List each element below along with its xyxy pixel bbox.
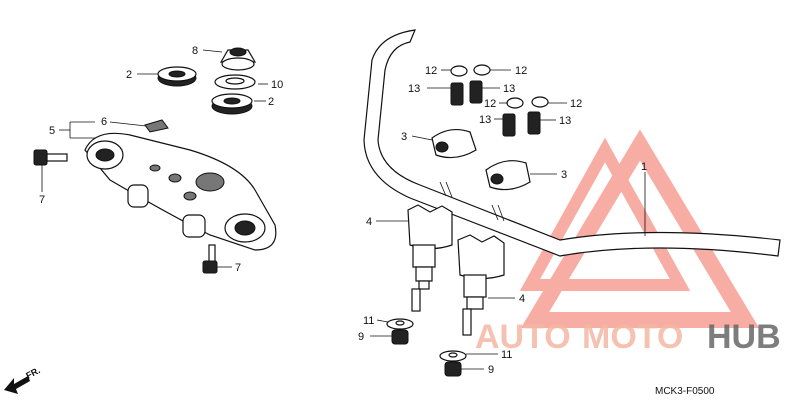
part-4-holder-right (457, 234, 505, 336)
callout-3-lower: 3 (561, 169, 567, 181)
callout-9-right: 9 (488, 364, 494, 376)
callout-2-lower: 2 (268, 96, 274, 108)
front-direction-arrow: FR. (4, 365, 42, 394)
callout-12-a: 12 (425, 65, 437, 77)
callout-13-c: 13 (479, 114, 491, 126)
callout-4-left: 4 (366, 216, 372, 228)
callout-13-b: 13 (503, 83, 515, 95)
callout-7-bottom: 7 (235, 262, 241, 274)
callout-12-d: 12 (570, 98, 582, 110)
callout-labels: 8 2 10 2 6 5 7 7 3 3 4 4 11 9 11 9 12 12… (39, 45, 647, 376)
part-12-cap-3 (506, 97, 524, 109)
part-13-bolt-4 (527, 111, 541, 135)
leader-lines (41, 49, 646, 370)
callout-12-b: 12 (515, 65, 527, 77)
part-3-holder-upper (431, 128, 477, 159)
part-12-cap-4 (531, 96, 549, 108)
direction-label: FR. (24, 365, 41, 381)
part-9-nut-left (391, 329, 409, 345)
callout-5: 5 (49, 125, 55, 137)
part-3-holder-lower (485, 160, 531, 191)
svg-text:HUB: HUB (707, 318, 781, 356)
part-9-nut-right (444, 361, 462, 377)
callout-10: 10 (271, 79, 283, 91)
part-6-plate (144, 119, 169, 133)
part-4-holder-left (407, 204, 453, 312)
part-11-washer-left (386, 318, 414, 330)
part-11-washer-right (439, 350, 467, 362)
part-2-bearing-upper (157, 66, 197, 87)
diagram-code: MCK3-F0500 (655, 386, 715, 397)
callout-11-left: 11 (363, 315, 374, 327)
part-12-cap-2 (473, 64, 491, 76)
callout-3-upper: 3 (401, 131, 407, 143)
part-13-bolt-3 (502, 113, 516, 137)
part-12-cap-1 (450, 65, 468, 77)
part-2-bearing-lower (211, 93, 253, 115)
watermark-text: AUTO MOTO HUB (475, 318, 781, 356)
watermark-logo (519, 129, 760, 328)
callout-1: 1 (641, 161, 647, 173)
callout-13-a: 13 (408, 83, 420, 95)
part-13-bolt-2 (469, 80, 483, 104)
callout-11-right: 11 (501, 349, 512, 361)
part-7-bolt-bottom (202, 244, 218, 274)
part-8-nut (219, 47, 257, 71)
callout-2-upper: 2 (126, 69, 132, 81)
handlebar (363, 29, 781, 257)
fork-top-bridge (84, 132, 277, 251)
callout-6: 6 (101, 116, 107, 128)
callout-7-left: 7 (39, 194, 45, 206)
svg-text:AUTO: AUTO (475, 318, 571, 356)
callout-12-c: 12 (484, 98, 496, 110)
part-7-bolt-left (33, 149, 68, 166)
callout-9-left: 9 (358, 331, 364, 343)
svg-text:MOTO: MOTO (582, 318, 683, 356)
callout-4-right: 4 (519, 293, 525, 305)
callout-8: 8 (192, 45, 198, 57)
part-13-bolt-1 (450, 82, 464, 106)
part-10-washer (214, 74, 256, 90)
callout-13-d: 13 (559, 115, 571, 127)
